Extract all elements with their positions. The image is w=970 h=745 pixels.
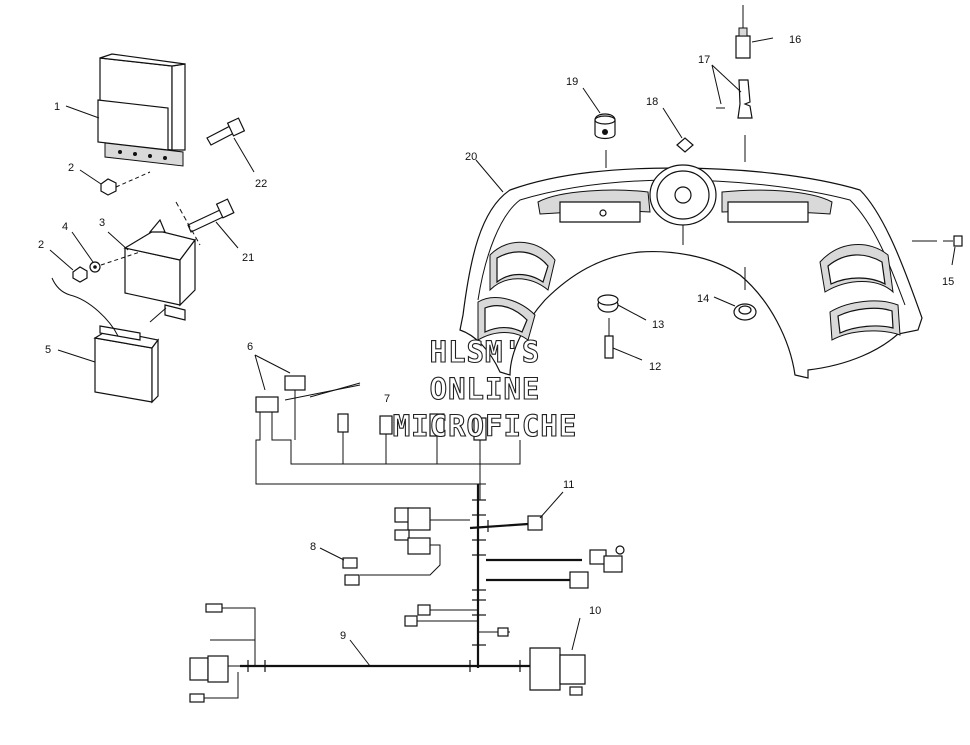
callout-2-lower: 2	[38, 239, 44, 251]
watermark: HLSM'S ONLINE MICROFICHE	[392, 334, 578, 443]
callout-7: 7	[384, 393, 390, 405]
part-19-cap	[582, 87, 616, 168]
watermark-line-1: HLSM'S	[430, 335, 541, 369]
callout-1: 1	[54, 101, 60, 113]
callout-4: 4	[62, 221, 68, 233]
part-2-nut-upper	[79, 169, 151, 196]
callout-17: 17	[698, 54, 710, 66]
part-12-bulb	[604, 318, 643, 361]
callout-13: 13	[652, 319, 664, 331]
callout-15: 15	[942, 276, 954, 288]
callout-11: 11	[563, 479, 574, 491]
callout-20: 20	[465, 151, 477, 163]
part-17-knob	[711, 64, 753, 162]
part-22-bolt	[206, 117, 255, 173]
callout-10: 10	[589, 605, 601, 617]
callout-labels: 1 2 3 4 2 5 6 7 8 9 10 11 12 13 14 15 16…	[38, 34, 954, 642]
callout-18: 18	[646, 96, 658, 108]
callout-16: 16	[789, 34, 801, 46]
part-20-instrument-pod	[459, 159, 923, 379]
part-14-grommet	[713, 267, 757, 321]
watermark-line-3: MICROFICHE	[393, 409, 578, 443]
wiring-harness	[189, 354, 625, 703]
callout-5: 5	[45, 344, 51, 356]
callout-9: 9	[340, 630, 346, 642]
part-13-nut	[597, 294, 647, 321]
callout-2-upper: 2	[68, 162, 74, 174]
part-5-cdi-box	[51, 277, 167, 404]
part-4-washer	[71, 231, 101, 273]
part-3-regulator	[107, 218, 197, 321]
callout-3: 3	[99, 217, 105, 229]
callout-12: 12	[649, 361, 661, 373]
part-21-bolt	[175, 198, 239, 249]
callout-22: 22	[255, 178, 267, 190]
part-16-switch	[735, 5, 774, 59]
part-2-nut-lower	[49, 249, 141, 283]
callout-21: 21	[242, 252, 254, 264]
callout-14: 14	[697, 293, 709, 305]
part-15-screw	[912, 235, 963, 266]
callout-6: 6	[247, 341, 253, 353]
watermark-line-2: ONLINE	[430, 372, 541, 406]
callout-8: 8	[310, 541, 316, 553]
callout-19: 19	[566, 76, 578, 88]
part-18-clip	[662, 107, 694, 153]
part-1-control-module	[65, 53, 186, 167]
